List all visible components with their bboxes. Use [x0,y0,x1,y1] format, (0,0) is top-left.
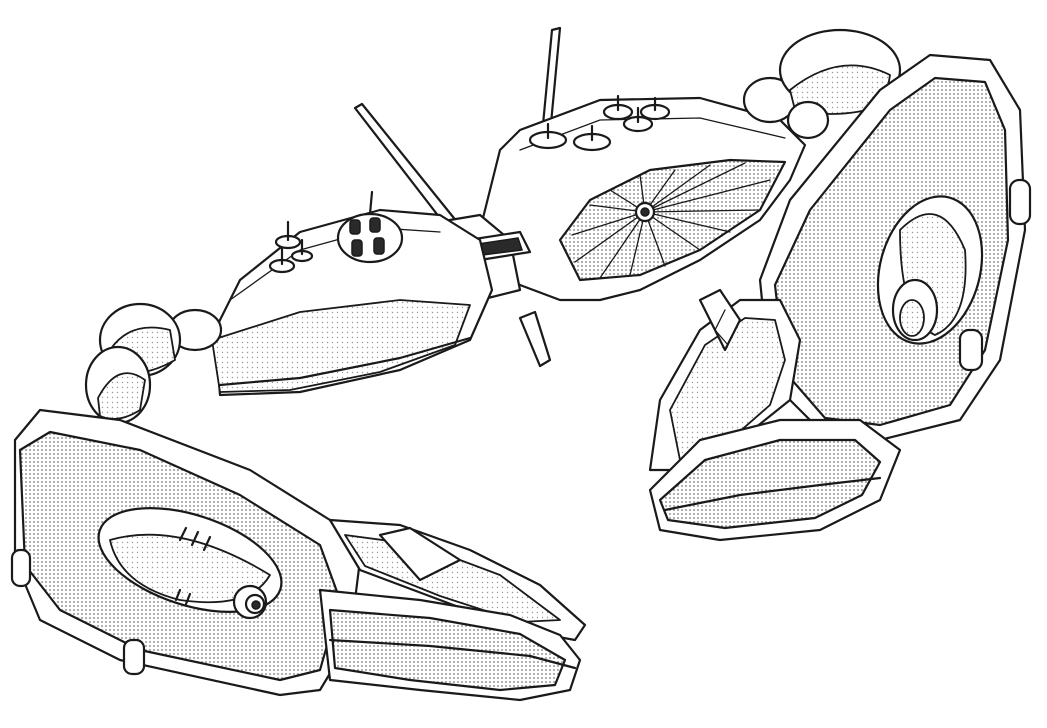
central-hull [211,94,807,397]
hull-sensor-block [336,190,404,264]
fan-blades [571,162,771,279]
right-claw [648,53,1032,542]
right-arm [742,28,902,140]
top-sensor-pods [528,94,671,152]
left-arm [84,302,223,425]
left-claw [10,408,587,702]
hull-posts [268,220,314,274]
